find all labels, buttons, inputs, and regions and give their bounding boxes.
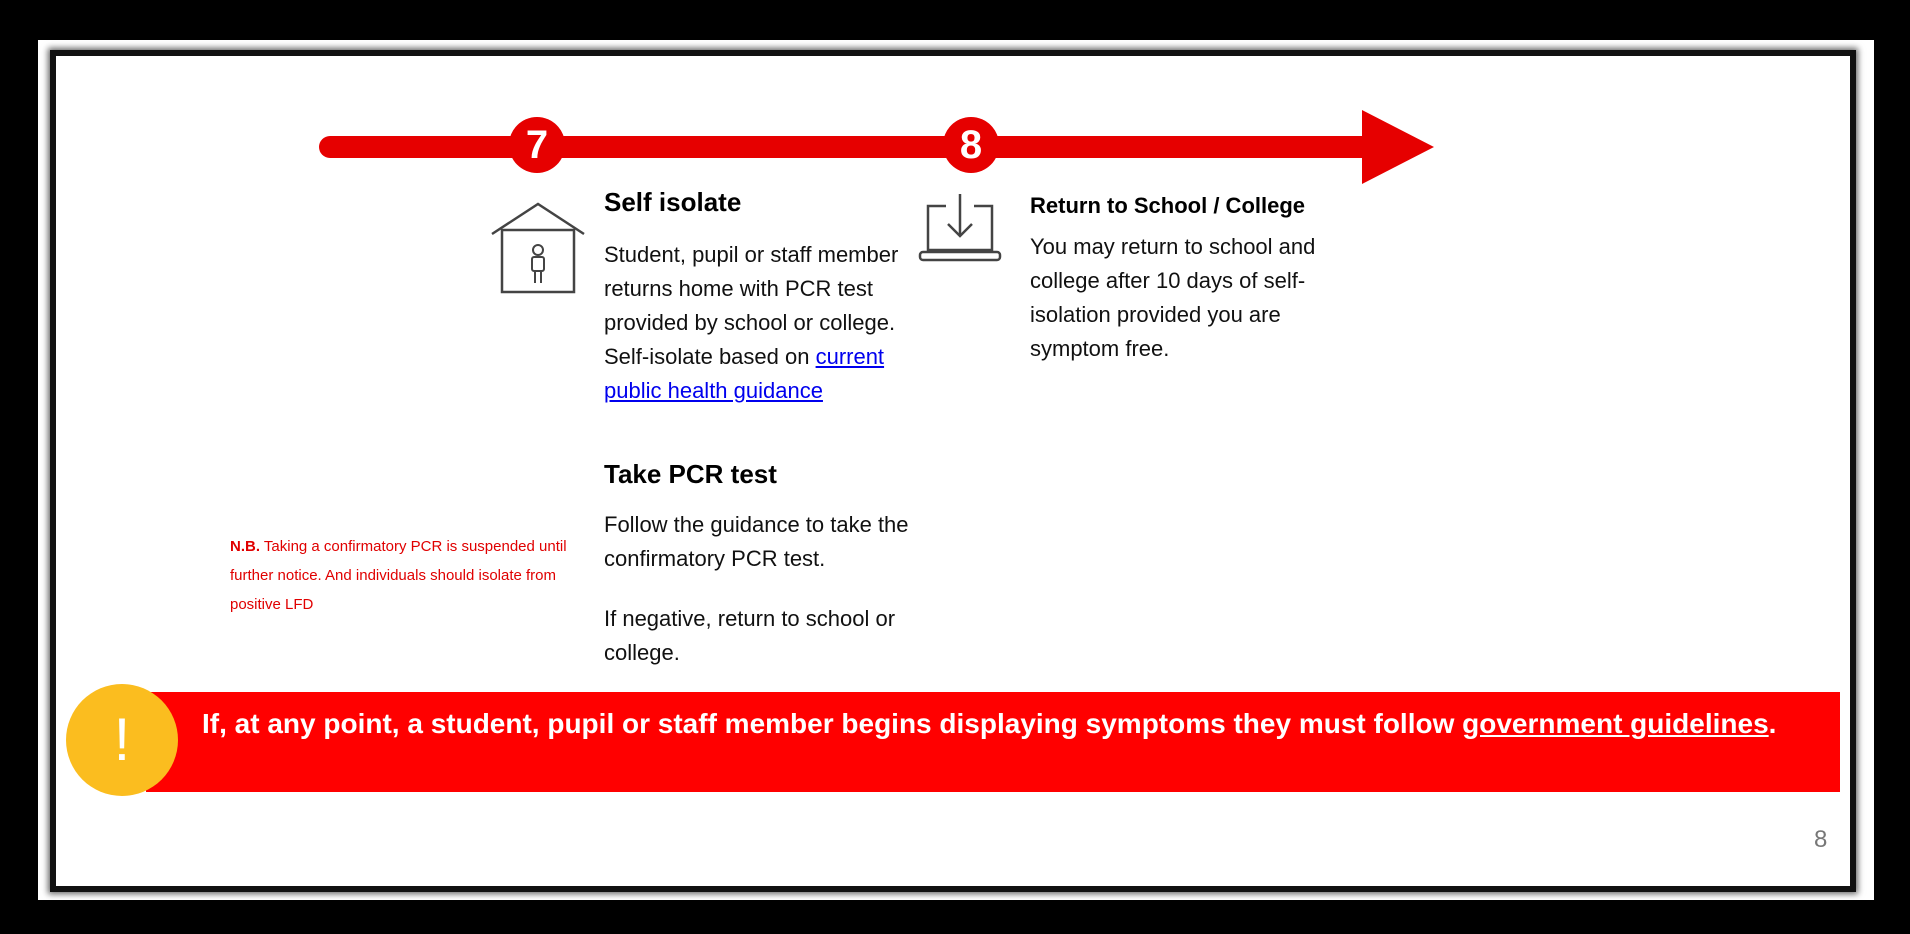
step-7-text: Student, pupil or staff member returns h… — [604, 242, 899, 369]
alert-icon: ! — [66, 684, 178, 796]
nb-text: Taking a confirmatory PCR is suspended u… — [230, 538, 567, 613]
step-8-badge: 8 — [943, 117, 999, 173]
step-7-description: Student, pupil or staff member returns h… — [604, 238, 904, 408]
slide-border — [50, 50, 1856, 892]
warning-banner: If, at any point, a student, pupil or st… — [146, 692, 1840, 792]
nb-prefix: N.B. — [230, 538, 260, 555]
step-8-description: You may return to school and college aft… — [1030, 234, 1316, 361]
public-health-guidance-link[interactable]: current public health guidance — [604, 344, 885, 403]
pcr-negative-text: If negative, return to school or college… — [604, 606, 896, 665]
pcr-guidance-text: Follow the guidance to take the confirma… — [604, 512, 909, 571]
pcr-title: Take PCR test — [604, 459, 777, 489]
step-7-badge: 7 — [509, 117, 565, 173]
government-guidelines-link[interactable]: government guidelines — [1462, 708, 1769, 739]
page-number: 8 — [1814, 826, 1828, 853]
step-8-title: Return to School / College — [1030, 193, 1306, 218]
exclamation-icon: ! — [113, 706, 131, 773]
nb-note: N.B. Taking a confirmatory PCR is suspen… — [230, 532, 600, 619]
house-person-icon — [491, 202, 585, 294]
warning-text-end: . — [1768, 708, 1777, 739]
laptop-download-icon — [918, 194, 1002, 262]
warning-text: If, at any point, a student, pupil or st… — [202, 708, 1463, 739]
warning-banner-text: If, at any point, a student, pupil or st… — [202, 702, 1802, 746]
step-7-title: Self isolate — [604, 187, 742, 217]
